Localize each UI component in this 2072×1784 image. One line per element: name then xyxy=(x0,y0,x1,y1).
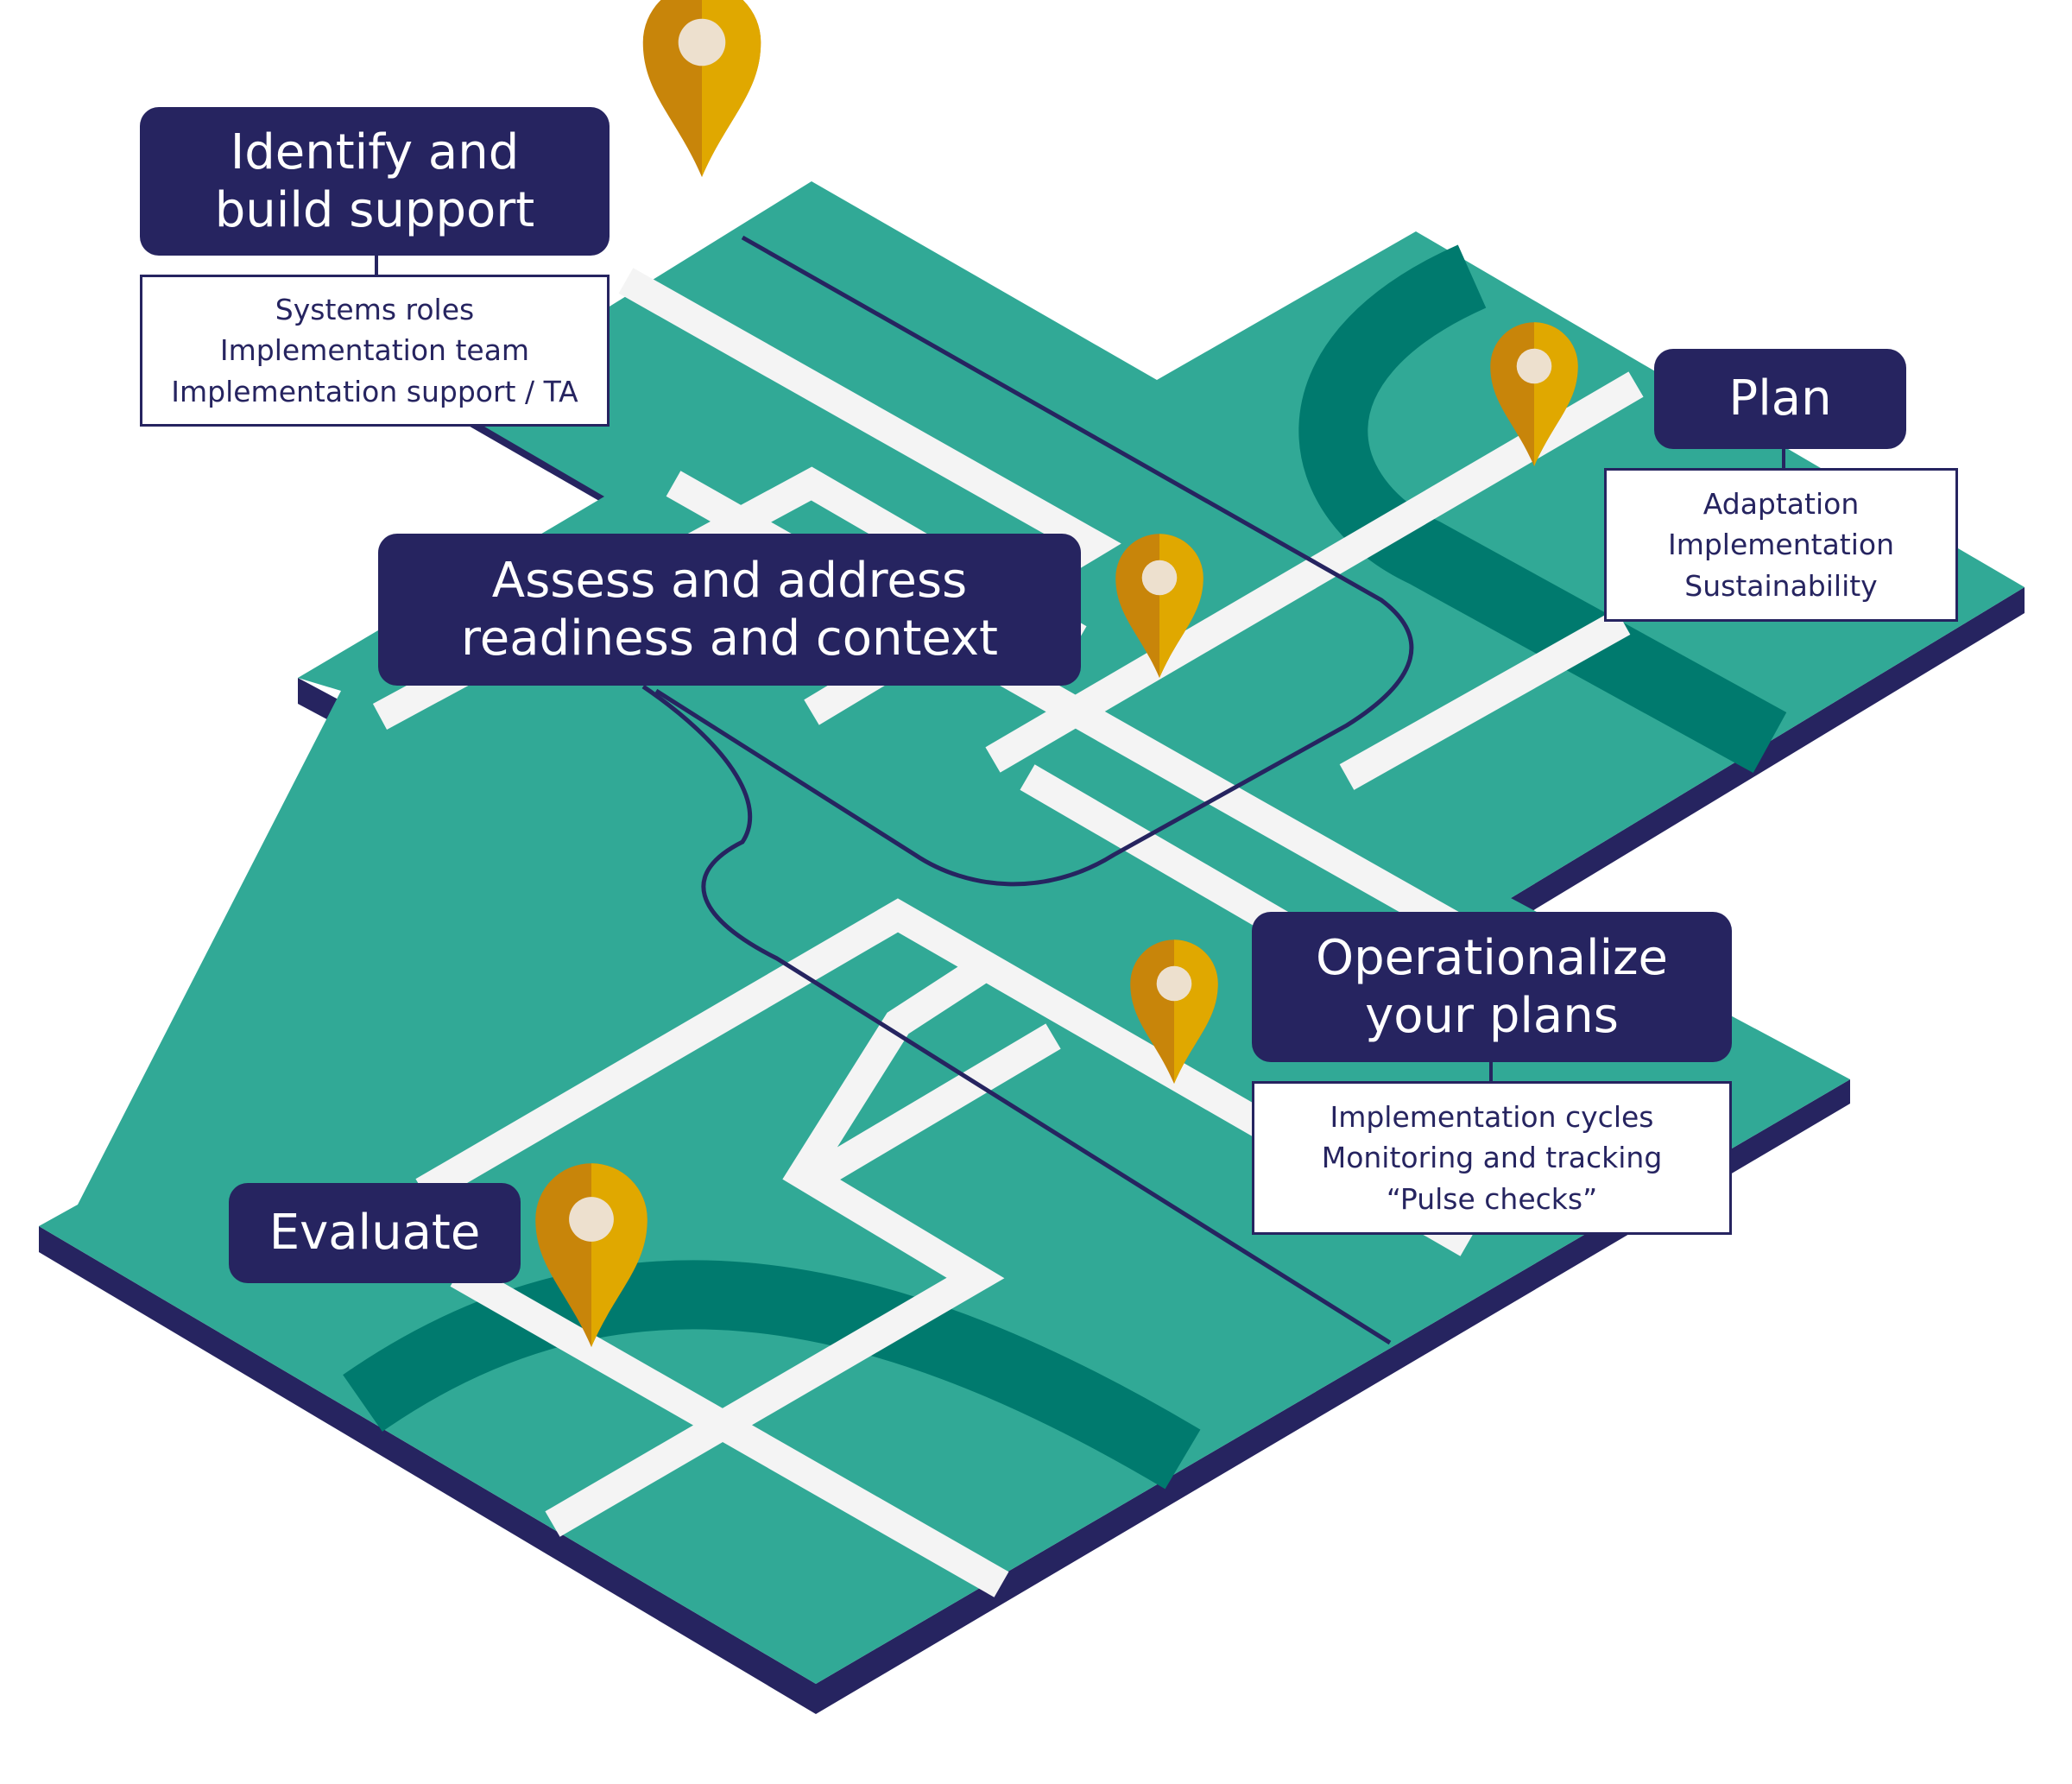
operationalize-item: “Pulse checks” xyxy=(1386,1181,1598,1216)
identify-item: Implementation team xyxy=(219,333,530,368)
operationalize-details: Implementation cycles Monitoring and tra… xyxy=(1252,1081,1732,1235)
identify-details: Systems roles Implementation team Implem… xyxy=(140,275,610,427)
identify-item: Implementation support / TA xyxy=(171,374,578,408)
operationalize-title: Operationalize your plans xyxy=(1316,929,1668,1044)
pin-icon-assess xyxy=(1115,534,1203,678)
location-pins xyxy=(535,0,1578,1347)
plan-title: Plan xyxy=(1728,370,1832,427)
pin-icon-plan xyxy=(1490,322,1578,466)
operationalize-title-box: Operationalize your plans xyxy=(1252,912,1732,1062)
evaluate-title-box: Evaluate xyxy=(229,1183,521,1283)
identify-title: Identify and build support xyxy=(214,123,535,238)
pin-icon-operationalize xyxy=(1130,939,1218,1084)
plan-connector xyxy=(1782,445,1785,471)
plan-item: Adaptation xyxy=(1702,487,1860,522)
assess-title: Assess and address readiness and context xyxy=(461,552,998,667)
operationalize-item: Implementation cycles xyxy=(1330,1100,1654,1135)
route-lines xyxy=(641,235,1414,1345)
pin-icon-identify xyxy=(642,0,761,177)
assess-title-box: Assess and address readiness and context xyxy=(378,534,1081,686)
operationalize-item: Monitoring and tracking xyxy=(1321,1141,1663,1175)
operationalize-connector xyxy=(1489,1053,1493,1083)
plan-item: Implementation xyxy=(1667,528,1895,562)
plan-details: Adaptation Implementation Sustainability xyxy=(1604,468,1958,622)
identify-title-box: Identify and build support xyxy=(140,107,610,256)
pin-icon-evaluate xyxy=(535,1163,648,1347)
identify-item: Systems roles xyxy=(275,293,475,327)
plan-title-box: Plan xyxy=(1654,349,1906,449)
plan-item: Sustainability xyxy=(1684,568,1878,603)
evaluate-title: Evaluate xyxy=(268,1205,481,1262)
identify-connector xyxy=(375,250,378,276)
